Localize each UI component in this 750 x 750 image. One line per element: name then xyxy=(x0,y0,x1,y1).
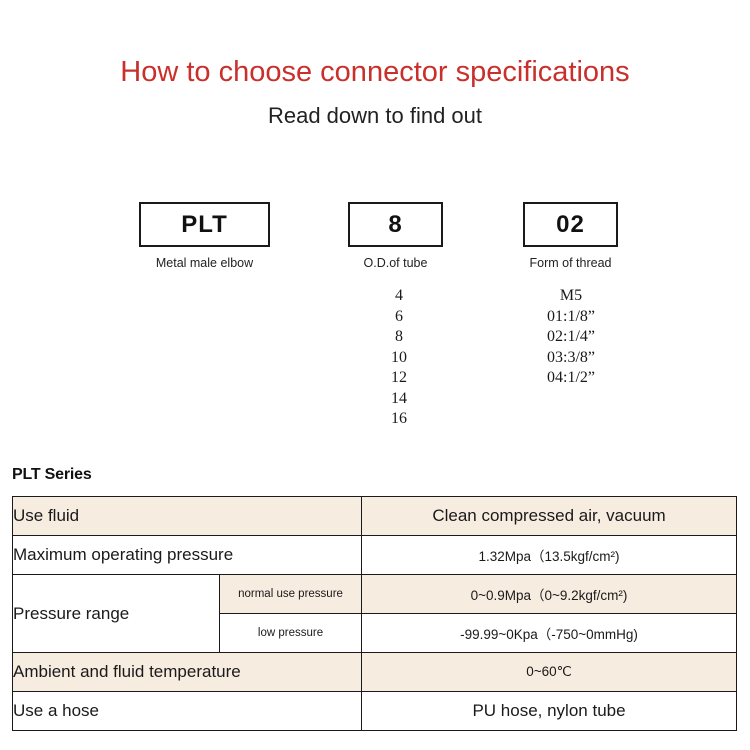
page-title: How to choose connector specifications xyxy=(120,56,630,88)
od-option: 14 xyxy=(391,389,407,407)
table-row: Maximum operating pressure 1.32Mpa（13.5k… xyxy=(11,535,738,575)
table-row: Ambient and fluid temperature 0~60℃ xyxy=(11,652,738,692)
thread-option: 01:1/8” xyxy=(547,307,595,325)
od-option: 8 xyxy=(395,328,403,345)
spec-value-max-operating-pressure: 1.32Mpa（13.5kgf/cm²) xyxy=(361,535,738,575)
od-option: 10 xyxy=(391,348,407,366)
spec-label-use-fluid: Use fluid xyxy=(11,496,363,536)
spec-value-normal-use-pressure: 0~0.9Mpa（0~9.2kgf/cm²) xyxy=(361,574,738,614)
code-caption-series: Metal male elbow xyxy=(155,256,254,270)
spec-label-use-a-hose: Use a hose xyxy=(11,691,363,731)
code-caption-thread: Form of thread xyxy=(529,256,612,270)
spec-value-ambient-fluid-temperature: 0~60℃ xyxy=(361,652,738,692)
od-option-list: 4 6 8 10 12 14 16 xyxy=(349,286,449,430)
od-option: 6 xyxy=(395,307,403,325)
series-heading: PLT Series xyxy=(12,466,92,483)
thread-option: 02:1/4” xyxy=(547,328,595,345)
code-box-series: PLT xyxy=(139,202,270,247)
spec-label-pressure-range: Pressure range xyxy=(12,574,220,653)
code-box-thread: 02 xyxy=(523,202,618,247)
spec-sublabel-normal-use-pressure: normal use pressure xyxy=(218,574,363,614)
spec-value-use-fluid: Clean compressed air, vacuum xyxy=(361,496,738,536)
od-option: 4 xyxy=(395,287,403,304)
spec-label-ambient-fluid-temperature: Ambient and fluid temperature xyxy=(11,652,363,692)
spec-table: Use fluid Clean compressed air, vacuum M… xyxy=(11,496,738,731)
table-row: Use a hose PU hose, nylon tube xyxy=(11,691,738,731)
code-caption-od: O.D.of tube xyxy=(363,256,428,270)
spec-label-max-operating-pressure: Maximum operating pressure xyxy=(11,535,363,575)
od-option: 16 xyxy=(391,410,407,427)
spec-sublabel-low-pressure: low pressure xyxy=(218,613,363,653)
code-box-od: 8 xyxy=(348,202,443,247)
table-row: Pressure range normal use pressure 0~0.9… xyxy=(12,574,738,653)
thread-option: M5 xyxy=(559,287,583,304)
od-option: 12 xyxy=(391,369,407,386)
table-row: low pressure -99.99~0Kpa（-750~0mmHg) xyxy=(13,613,738,653)
thread-option-list: M5 01:1/8” 02:1/4” 03:3/8” 04:1/2” xyxy=(511,286,631,389)
page-subtitle: Read down to find out xyxy=(267,103,483,128)
table-row: Use fluid Clean compressed air, vacuum xyxy=(11,496,738,536)
thread-option: 03:3/8” xyxy=(547,348,595,366)
spec-value-low-pressure: -99.99~0Kpa（-750~0mmHg) xyxy=(361,613,738,653)
thread-option: 04:1/2” xyxy=(547,369,595,386)
spec-value-use-a-hose: PU hose, nylon tube xyxy=(361,691,738,731)
